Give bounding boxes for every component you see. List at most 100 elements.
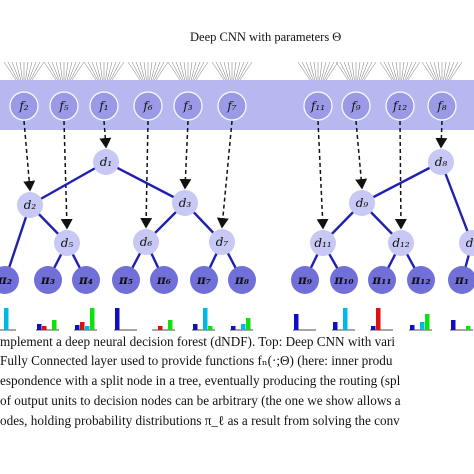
fc-unit-circle bbox=[89, 91, 119, 121]
unit-to-node-arrows bbox=[23, 120, 448, 230]
leaf-node bbox=[368, 266, 396, 294]
decision-node-label: d₈ bbox=[435, 155, 448, 169]
hist-bar bbox=[52, 320, 57, 330]
fc-unit-circle bbox=[9, 91, 39, 121]
decision-node bbox=[428, 149, 454, 175]
tree-edge bbox=[105, 160, 186, 205]
fc-unit-label: f₉ bbox=[350, 99, 360, 113]
leaf-node-label: π₂ bbox=[0, 273, 12, 287]
hist-bar bbox=[246, 318, 251, 330]
decision-node-label: d₆ bbox=[140, 235, 153, 249]
decision-node bbox=[310, 230, 336, 256]
decision-node-label: d₁₁ bbox=[314, 236, 331, 250]
hist-bar bbox=[410, 325, 415, 330]
caption-line-4: of output units to decision nodes can be… bbox=[0, 393, 401, 408]
hist-bar bbox=[90, 308, 95, 330]
tree-edges bbox=[3, 160, 474, 281]
tree-edge bbox=[29, 160, 107, 207]
leaf-node bbox=[190, 266, 218, 294]
hist-bar bbox=[193, 324, 198, 330]
fc-unit-circle bbox=[49, 91, 79, 121]
dashed-arrow bbox=[179, 120, 192, 190]
caption-line-5: odes, holding probability distributions … bbox=[0, 413, 400, 428]
hist-bar bbox=[42, 326, 47, 330]
fc-unit-circle bbox=[173, 91, 203, 121]
leaf-node-label: π₁ bbox=[454, 273, 469, 287]
leaf-histograms bbox=[0, 308, 473, 331]
dashed-arrow bbox=[435, 120, 448, 149]
decision-node bbox=[459, 230, 474, 256]
leaf-nodes: π₂π₃π₄π₅π₆π₇π₈π₉π₁₀π₁₁π₁₂π₁ bbox=[0, 266, 474, 294]
decision-node-label: d₉ bbox=[356, 196, 369, 210]
decision-node-label: d₁ bbox=[466, 236, 474, 250]
hist-bar bbox=[115, 308, 120, 330]
leaf-node-label: π₅ bbox=[118, 273, 133, 287]
decision-node bbox=[133, 229, 159, 255]
fc-unit-label: f₆ bbox=[142, 99, 152, 113]
leaf-node bbox=[448, 266, 474, 294]
decision-node bbox=[17, 192, 43, 218]
fc-unit-label: f₂ bbox=[18, 99, 28, 113]
figure-title-text: Deep CNN with parameters bbox=[190, 30, 330, 44]
leaf-node-label: π₁₁ bbox=[371, 273, 391, 287]
leaf-node-label: π₁₀ bbox=[333, 273, 354, 287]
hist-bar bbox=[294, 314, 299, 330]
hist-bar bbox=[371, 326, 376, 330]
decision-node bbox=[93, 149, 119, 175]
dashed-arrow bbox=[316, 120, 329, 230]
dashed-arrow bbox=[216, 120, 233, 229]
dashed-arrow bbox=[394, 120, 407, 230]
leaf-node bbox=[112, 266, 140, 294]
leaf-node bbox=[150, 266, 178, 294]
fc-unit-circle bbox=[217, 91, 247, 121]
decision-node bbox=[349, 190, 375, 216]
hist-bar bbox=[168, 320, 173, 330]
theta-symbol: Θ bbox=[332, 30, 342, 44]
leaf-node-label: π₆ bbox=[156, 273, 171, 287]
leaf-node bbox=[407, 266, 435, 294]
dashed-arrow bbox=[355, 120, 368, 190]
decision-nodes: d₁d₂d₃d₅d₆d₇d₈d₉d₁₁d₁₂d₁ bbox=[17, 149, 474, 256]
decision-node-label: d₂ bbox=[24, 198, 37, 212]
leaf-node bbox=[72, 266, 100, 294]
hist-bar bbox=[75, 325, 80, 330]
fc-unit-label: f₁₂ bbox=[392, 99, 407, 113]
caption-line-3: espondence with a split node in a tree, … bbox=[0, 373, 401, 388]
fc-unit-label: f₁₁ bbox=[310, 99, 325, 113]
hist-bar bbox=[343, 308, 348, 330]
leaf-node bbox=[330, 266, 358, 294]
decision-node-label: d₅ bbox=[61, 236, 74, 250]
hist-bar bbox=[425, 314, 430, 330]
decision-node-label: d₁ bbox=[100, 155, 113, 169]
decision-node-label: d₁₂ bbox=[392, 236, 409, 250]
leaf-node bbox=[34, 266, 62, 294]
hist-bar bbox=[37, 324, 42, 330]
leaf-node-label: π₁₂ bbox=[410, 273, 430, 287]
hist-bar bbox=[241, 324, 246, 330]
decision-node bbox=[209, 229, 235, 255]
hist-bar bbox=[231, 326, 236, 330]
fc-unit-circle bbox=[303, 91, 333, 121]
fc-unit-circle bbox=[133, 91, 163, 121]
tree-edge bbox=[361, 160, 442, 205]
hist-bar bbox=[208, 326, 213, 330]
dashed-arrow bbox=[99, 120, 112, 149]
decision-node bbox=[388, 230, 414, 256]
hist-bar bbox=[203, 308, 208, 330]
decision-node-label: d₇ bbox=[216, 235, 229, 249]
leaf-node-label: π₉ bbox=[297, 273, 313, 287]
leaf-node-label: π₇ bbox=[196, 273, 211, 287]
hist-bar bbox=[80, 322, 85, 330]
dashed-arrow bbox=[23, 120, 36, 192]
fc-unit-label: f₇ bbox=[226, 99, 236, 113]
caption-line-1: mplement a deep neural decision forest (… bbox=[0, 334, 396, 349]
fc-unit-label: f₃ bbox=[182, 99, 192, 113]
fc-unit-label: f₁ bbox=[98, 99, 108, 113]
fc-unit-circle bbox=[427, 91, 457, 121]
hist-bar bbox=[85, 326, 90, 330]
fc-unit-circle bbox=[341, 91, 371, 121]
hist-bar bbox=[158, 326, 163, 330]
